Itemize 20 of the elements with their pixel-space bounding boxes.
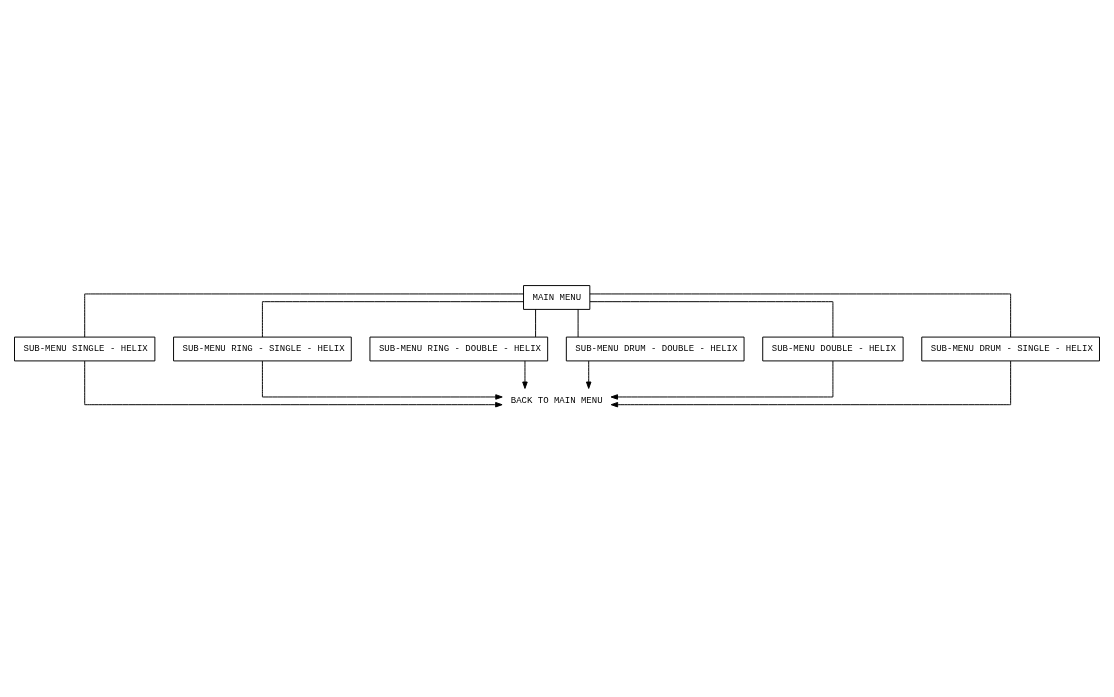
- arrow: [585, 359, 592, 389]
- arrow: [610, 360, 834, 400]
- arrow: [522, 359, 528, 389]
- node-box: MAIN MENU: [523, 284, 591, 310]
- node-box: SUB-MENU RING - SINGLE - HELIX: [173, 336, 352, 361]
- node-box: SUB-MENU RING - DOUBLE - HELIX: [369, 336, 549, 361]
- connector: [535, 308, 537, 337]
- connector: [589, 300, 834, 338]
- connector: [261, 300, 524, 338]
- node-box: SUB-MENU DOUBLE - HELIX: [762, 336, 904, 361]
- arrow: [84, 360, 503, 407]
- node-box: SUB-MENU SINGLE - HELIX: [14, 336, 156, 361]
- arrow: [610, 360, 1012, 407]
- connector: [84, 292, 524, 338]
- connector: [577, 308, 579, 337]
- connector: [589, 292, 1012, 338]
- node-box: SUB-MENU DRUM - DOUBLE - HELIX: [565, 336, 745, 361]
- node-text: BACK TO MAIN MENU: [510, 394, 603, 406]
- arrow: [261, 360, 503, 400]
- node-box: SUB-MENU DRUM - SINGLE - HELIX: [921, 336, 1100, 361]
